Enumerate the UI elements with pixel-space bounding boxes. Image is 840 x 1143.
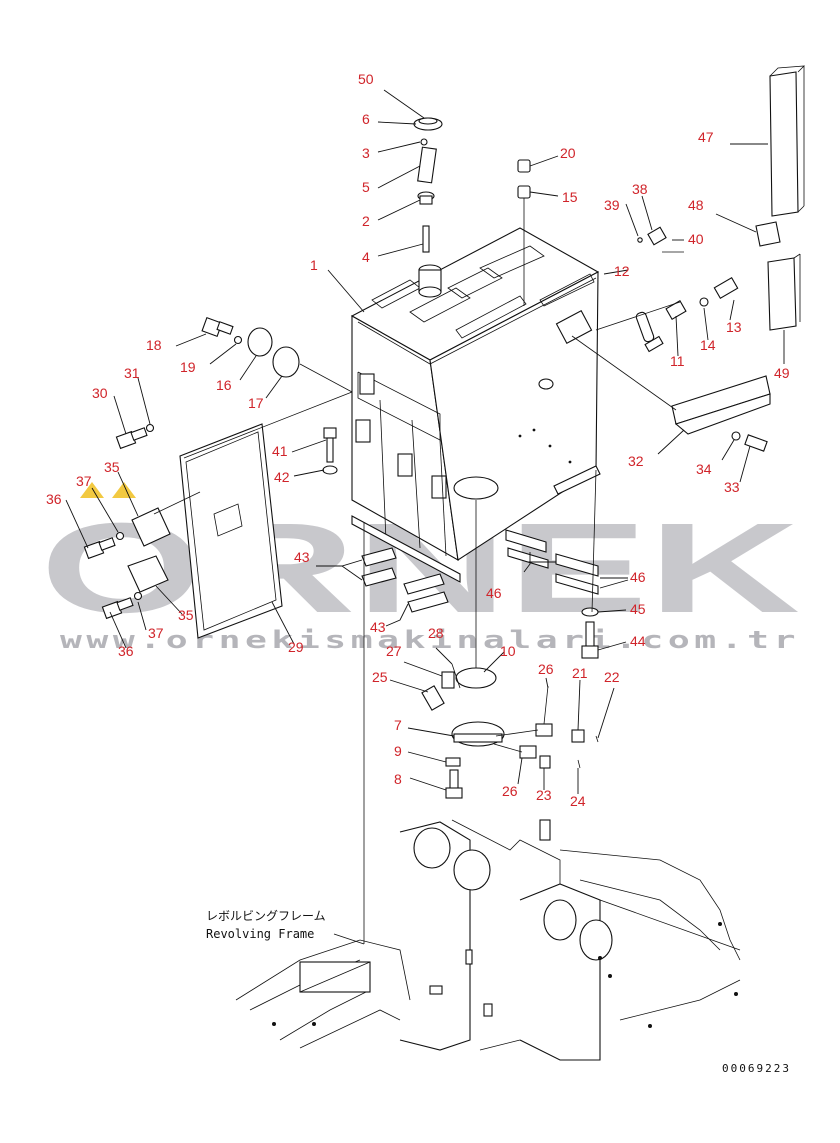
callout-39: 39 (604, 197, 620, 213)
callout-34: 34 (696, 461, 712, 477)
callout-37-lower: 37 (148, 625, 164, 641)
bolts-left-upper (201, 316, 353, 393)
callout-30: 30 (92, 385, 108, 401)
fuel-tank (350, 227, 601, 583)
callout-27: 27 (386, 643, 402, 659)
callout-24: 24 (570, 793, 586, 809)
callout-50: 50 (358, 71, 374, 87)
callout-3: 3 (362, 145, 370, 161)
callouts: 50 6 3 5 2 4 1 20 15 38 39 40 47 48 12 1… (46, 71, 790, 809)
shims-46 (505, 529, 599, 595)
callout-40: 40 (688, 231, 704, 247)
callout-46-right: 46 (630, 569, 646, 585)
blocks-47-49 (755, 65, 806, 331)
callout-41: 41 (272, 443, 288, 459)
step-32 (571, 335, 771, 452)
fitting-38 (637, 226, 684, 253)
callout-2: 2 (362, 213, 370, 229)
callout-14: 14 (700, 337, 716, 353)
bolts-left-lower (83, 423, 155, 620)
callout-36-upper: 36 (46, 491, 62, 507)
callout-43-upper: 43 (294, 549, 310, 565)
watermark-url: www.ornekismakinalari.com.tr (60, 626, 800, 654)
watermark-accent-icon (80, 482, 104, 498)
fitting-11-14 (595, 277, 739, 353)
callout-26-lower: 26 (502, 783, 518, 799)
drawing-number: 00069223 (722, 1062, 791, 1075)
callout-20: 20 (560, 145, 576, 161)
callout-28: 28 (428, 625, 444, 641)
drain-valve-assembly (421, 500, 599, 799)
callout-25: 25 (372, 669, 388, 685)
callout-1: 1 (310, 257, 318, 273)
cover-plate-29 (179, 391, 353, 639)
callout-44: 44 (630, 633, 646, 649)
callout-36-lower: 36 (118, 643, 134, 659)
callout-21: 21 (572, 665, 588, 681)
frame-label-leader (333, 933, 365, 945)
callout-46-left: 46 (486, 585, 502, 601)
callout-48: 48 (688, 197, 704, 213)
brackets-35 (127, 491, 201, 593)
callout-26-upper: 26 (538, 661, 554, 677)
callout-49: 49 (774, 365, 790, 381)
callout-45: 45 (630, 601, 646, 617)
callout-47: 47 (698, 129, 714, 145)
callout-42: 42 (274, 469, 290, 485)
callout-35-lower: 35 (178, 607, 194, 623)
callout-6: 6 (362, 111, 370, 127)
callout-17: 17 (248, 395, 264, 411)
callout-31: 31 (124, 365, 140, 381)
callout-7: 7 (394, 717, 402, 733)
callout-38: 38 (632, 181, 648, 197)
callout-9: 9 (394, 743, 402, 759)
callout-29: 29 (288, 639, 304, 655)
callout-33: 33 (724, 479, 740, 495)
bolt-41 (322, 427, 338, 475)
callout-11: 11 (670, 353, 685, 369)
callout-13: 13 (726, 319, 742, 335)
callout-37-upper: 37 (76, 473, 92, 489)
callout-23: 23 (536, 787, 552, 803)
callout-22: 22 (604, 669, 620, 685)
watermark-accent-icon (112, 482, 136, 498)
revolving-frame (235, 522, 741, 1061)
frame-label-japanese: レボルビングフレーム (206, 909, 326, 923)
callout-35-upper: 35 (104, 459, 120, 475)
callout-18: 18 (146, 337, 162, 353)
callout-16: 16 (216, 377, 232, 393)
filler-cap-assembly (413, 117, 443, 253)
callout-43-lower: 43 (370, 619, 386, 635)
callout-32: 32 (628, 453, 644, 469)
callout-4: 4 (362, 249, 370, 265)
callout-12: 12 (614, 263, 630, 279)
callout-8: 8 (394, 771, 402, 787)
callout-5: 5 (362, 179, 370, 195)
callout-15: 15 (562, 189, 578, 205)
callout-19: 19 (180, 359, 196, 375)
frame-label-english: Revolving Frame (206, 927, 314, 941)
callout-10: 10 (500, 643, 516, 659)
shims-43 (361, 547, 449, 613)
